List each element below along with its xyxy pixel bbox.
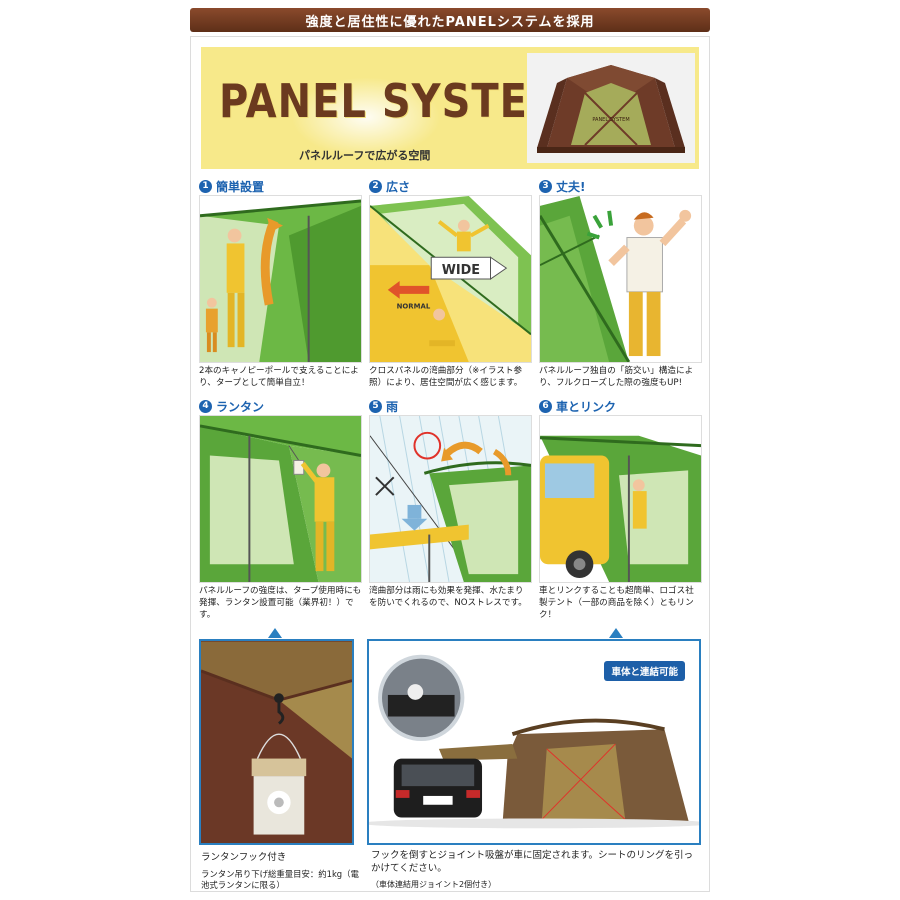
feature-car-link: 6 車とリンク 車とリンクすることも超簡単、ロゴス社 <box>539 397 702 621</box>
tent-product-photo: PANEL SYSTEM <box>527 53 695 163</box>
feature-title: 車とリンク <box>556 399 617 414</box>
feature-number: 3 <box>539 179 552 193</box>
feature-description: 車とリンクすることも超簡単、ロゴス社製テント（一部の商品を除く）ともリンク！ <box>539 586 694 620</box>
banner-glow <box>291 77 441 157</box>
tent-label: PANEL SYSTEM <box>592 117 629 123</box>
car-link-description: フックを倒すとジョイント吸盤が車に固定されます。シートのリングを引っかけてくださ… <box>371 850 694 874</box>
car-pointer <box>609 628 623 638</box>
feature-rain: 5 雨 <box>369 397 532 609</box>
lantern-caption: ランタンフック付き <box>201 852 287 863</box>
feature-description: 湾曲部分は雨にも効果を発揮、水たまりを防いでくれるので、NOストレスです。 <box>369 586 527 608</box>
illustration-car-link <box>539 415 702 583</box>
feature-description: クロスパネルの湾曲部分（※イラスト参照）により、居住空間が広く感じます。 <box>369 366 523 388</box>
feature-description: 2本のキャノピーポールで支えることにより、タープとして簡単自立！ <box>199 366 359 388</box>
feature-title: 広さ <box>386 179 411 194</box>
feature-spacious: 2 広さ WIDE NORMAL <box>369 177 532 389</box>
car-link-badge: 車体と連結可能 <box>604 661 685 681</box>
feature-title: 簡単設置 <box>216 179 265 194</box>
feature-title: 丈夫! <box>556 179 586 194</box>
illustration-easy-setup <box>199 195 362 363</box>
feature-number: 5 <box>369 399 382 413</box>
normal-label: NORMAL <box>397 303 431 311</box>
illustration-rain <box>369 415 532 583</box>
content-box: PANEL SYSTEM パネルルーフで広がる空間 PANEL SYSTEM <box>190 36 710 892</box>
illustration-spacious: WIDE NORMAL <box>369 195 532 363</box>
illustration-sturdy <box>539 195 702 363</box>
feature-number: 6 <box>539 399 552 413</box>
panel-system-banner: PANEL SYSTEM パネルルーフで広がる空間 PANEL SYSTEM <box>201 47 699 169</box>
car-link-photo: 車体と連結可能 <box>367 639 701 845</box>
feature-number: 4 <box>199 399 212 413</box>
illustration-lantern <box>199 415 362 583</box>
header-title: 強度と居住性に優れたPANELシステムを採用 <box>305 14 595 30</box>
lantern-pointer <box>268 628 282 638</box>
feature-easy-setup: 1 簡単設置 <box>199 177 362 389</box>
feature-number: 2 <box>369 179 382 193</box>
lantern-weight-note: ランタン吊り下げ総重量目安：約1kg（電池式ランタンに限る） <box>201 869 359 890</box>
banner-subtitle: パネルルーフで広がる空間 <box>299 149 431 162</box>
feature-title: 雨 <box>386 399 399 414</box>
feature-sturdy: 3 丈夫! <box>539 177 702 389</box>
feature-description: パネルルーフの強度は、タープ使用時にも発揮、ランタン設置可能（業界初！）です。 <box>199 586 362 620</box>
header-bar: 強度と居住性に優れたPANELシステムを採用 <box>190 8 710 32</box>
feature-description: パネルルーフ独自の「筋交い」構造により、フルクローズした際の強度もUP! <box>539 366 694 388</box>
banner-title: PANEL SYSTEM <box>219 75 569 129</box>
feature-number: 1 <box>199 179 212 193</box>
car-link-note: （車体連結用ジョイント2個付き） <box>371 880 497 889</box>
wide-label: WIDE <box>442 263 480 278</box>
feature-title: ランタン <box>216 399 265 414</box>
feature-lantern: 4 ランタン <box>199 397 362 621</box>
lantern-hook-photo <box>199 639 354 845</box>
page-frame: 強度と居住性に優れたPANELシステムを採用 PANEL SYSTEM パネルル… <box>190 8 710 892</box>
